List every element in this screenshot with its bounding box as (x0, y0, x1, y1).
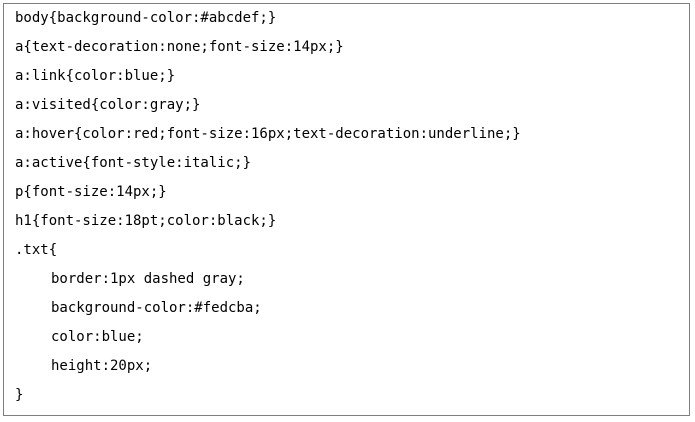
code-line: color:blue; (51, 329, 144, 345)
code-line: a:visited{color:gray;} (15, 97, 201, 113)
code-line: p{font-size:14px;} (15, 184, 167, 200)
code-line: a{text-decoration:none;font-size:14px;} (15, 39, 344, 55)
code-line: a:active{font-style:italic;} (15, 155, 252, 171)
code-line: a:link{color:blue;} (15, 68, 176, 84)
code-line: a:hover{color:red;font-size:16px;text-de… (15, 126, 521, 142)
css-code-box: body{background-color:#abcdef;} a{text-d… (3, 3, 690, 416)
code-line: border:1px dashed gray; (51, 271, 245, 287)
code-line: } (15, 387, 24, 403)
code-line: body{background-color:#abcdef;} (15, 10, 277, 26)
code-line: h1{font-size:18pt;color:black;} (15, 213, 277, 229)
code-line: background-color:#fedcba; (51, 300, 262, 316)
code-line: height:20px; (51, 358, 153, 374)
code-line: .txt{ (15, 242, 58, 258)
